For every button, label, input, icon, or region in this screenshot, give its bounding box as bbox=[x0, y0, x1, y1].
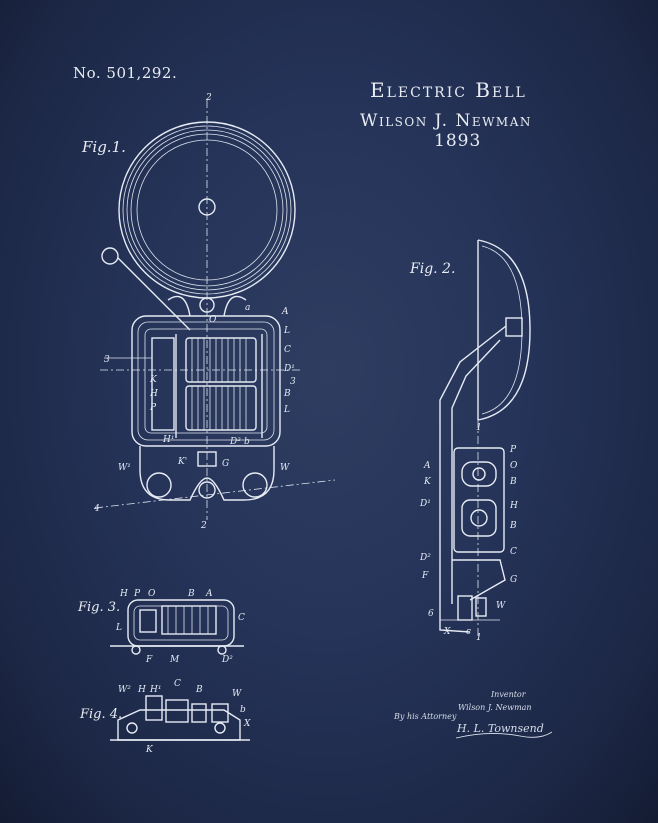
fig2-drawing bbox=[439, 239, 531, 640]
section-mark-2-bottom: 2 bbox=[200, 521, 207, 531]
fig1-label-A: A bbox=[281, 307, 289, 317]
inventor-label: Inventor bbox=[491, 690, 526, 699]
section-mark-1-top: 1 bbox=[476, 423, 482, 433]
patent-number: No. 501,292. bbox=[73, 64, 178, 82]
fig1-label-H1: H¹ bbox=[162, 435, 174, 445]
fig1-label-K: K bbox=[149, 375, 158, 385]
fig4-label-W2: W² bbox=[118, 685, 131, 695]
fig1-label: Fig.1. bbox=[82, 138, 126, 156]
fig3-label-C: C bbox=[238, 613, 245, 623]
section-mark-1-bottom: 1 bbox=[476, 633, 482, 643]
fig2-label-6: 6 bbox=[428, 609, 434, 619]
fig1-label-L-bottom: L bbox=[283, 405, 290, 415]
fig2-label-B-top: B bbox=[509, 477, 517, 487]
fig2-label-X: X bbox=[443, 627, 451, 637]
fig3-label-P: P bbox=[133, 589, 141, 599]
fig4-label-X: X bbox=[243, 719, 251, 729]
fig1-label-C: C bbox=[284, 345, 291, 355]
attorney-label: By his Attorney bbox=[394, 712, 457, 721]
section-mark-2-top: 2 bbox=[205, 93, 212, 103]
fig3-label-F: F bbox=[145, 655, 153, 665]
fig3-label-A: A bbox=[205, 589, 213, 599]
fig2-label-D1: D¹ bbox=[419, 499, 431, 509]
fig1-label-H: H bbox=[149, 389, 158, 399]
fig2-label-P: P bbox=[509, 445, 517, 455]
fig3-label-L: L bbox=[115, 623, 122, 633]
fig1-label-G: G bbox=[222, 459, 229, 469]
section-mark-3: 3 bbox=[104, 355, 110, 365]
fig1-label-O: O bbox=[209, 315, 217, 325]
inventor-signature: Wilson J. Newman bbox=[458, 703, 532, 712]
signature-flourish bbox=[455, 731, 553, 739]
fig3-label: Fig. 3. bbox=[78, 600, 121, 615]
patent-year: 1893 bbox=[434, 131, 482, 151]
fig3-callouts: H P O B A L C F M D² bbox=[115, 589, 245, 665]
fig3-label-B: B bbox=[187, 589, 195, 599]
fig2-label-B-bottom: B bbox=[509, 521, 517, 531]
fig3-drawing bbox=[110, 599, 244, 655]
fig4-label-B: B bbox=[195, 685, 203, 695]
fig4-label: Fig. 4. bbox=[80, 707, 123, 722]
fig3-label-H: H bbox=[119, 589, 128, 599]
fig1-label-D2: D² bbox=[229, 437, 241, 447]
fig1-label-b: b bbox=[244, 437, 250, 447]
fig1-label-W1: W¹ bbox=[118, 463, 131, 473]
fig4-label-W: W bbox=[232, 689, 242, 699]
fig1-label-a: a bbox=[245, 303, 250, 313]
fig3-label-M: M bbox=[169, 655, 180, 665]
fig4-label-K: K bbox=[145, 745, 154, 755]
fig1-label-3: 3 bbox=[290, 377, 296, 387]
fig1-label-L-top: L bbox=[283, 326, 290, 336]
attorney-signature: H. L. Townsend bbox=[457, 722, 544, 735]
fig1-drawing bbox=[94, 100, 336, 520]
fig2-label-F: F bbox=[421, 571, 429, 581]
fig2-label-K: K bbox=[423, 477, 432, 487]
fig2-callouts: 1 1 P O B H B C A K D¹ D² F G W 6 X c bbox=[419, 423, 518, 643]
fig4-label-b: b bbox=[240, 705, 246, 715]
fig2-label-C: C bbox=[510, 547, 517, 557]
fig1-label-B: B bbox=[283, 389, 291, 399]
fig4-callouts: W² H H¹ C B W b X K bbox=[118, 679, 251, 755]
fig2-label: Fig. 2. bbox=[410, 261, 456, 277]
fig4-label-H: H bbox=[137, 685, 146, 695]
fig4-label-C: C bbox=[174, 679, 181, 689]
fig2-label-D2: D² bbox=[419, 553, 431, 563]
fig4-label-H1: H¹ bbox=[149, 685, 161, 695]
fig2-label-G: G bbox=[510, 575, 517, 585]
fig3-label-O: O bbox=[148, 589, 156, 599]
section-mark-4: 4 bbox=[93, 504, 100, 514]
fig2-label-c: c bbox=[466, 627, 471, 637]
fig1-label-P: P bbox=[149, 403, 157, 413]
fig2-label-H: H bbox=[509, 501, 518, 511]
fig1-label-W: W bbox=[280, 463, 290, 473]
fig1-label-K-prime: K' bbox=[177, 457, 187, 467]
fig1-label-D1: D¹ bbox=[283, 364, 295, 374]
fig2-label-W: W bbox=[496, 601, 506, 611]
fig3-label-D2: D² bbox=[221, 655, 233, 665]
page-title: Electric Bell bbox=[370, 78, 527, 102]
inventor-name: Wilson J. Newman bbox=[360, 111, 532, 131]
fig4-drawing bbox=[110, 695, 250, 741]
fig1-callouts: 2 2 3 4 O a A L C D¹ 3 B L K H P H¹ D² b… bbox=[93, 93, 296, 531]
fig2-label-A: A bbox=[423, 461, 431, 471]
fig2-label-O: O bbox=[510, 461, 518, 471]
